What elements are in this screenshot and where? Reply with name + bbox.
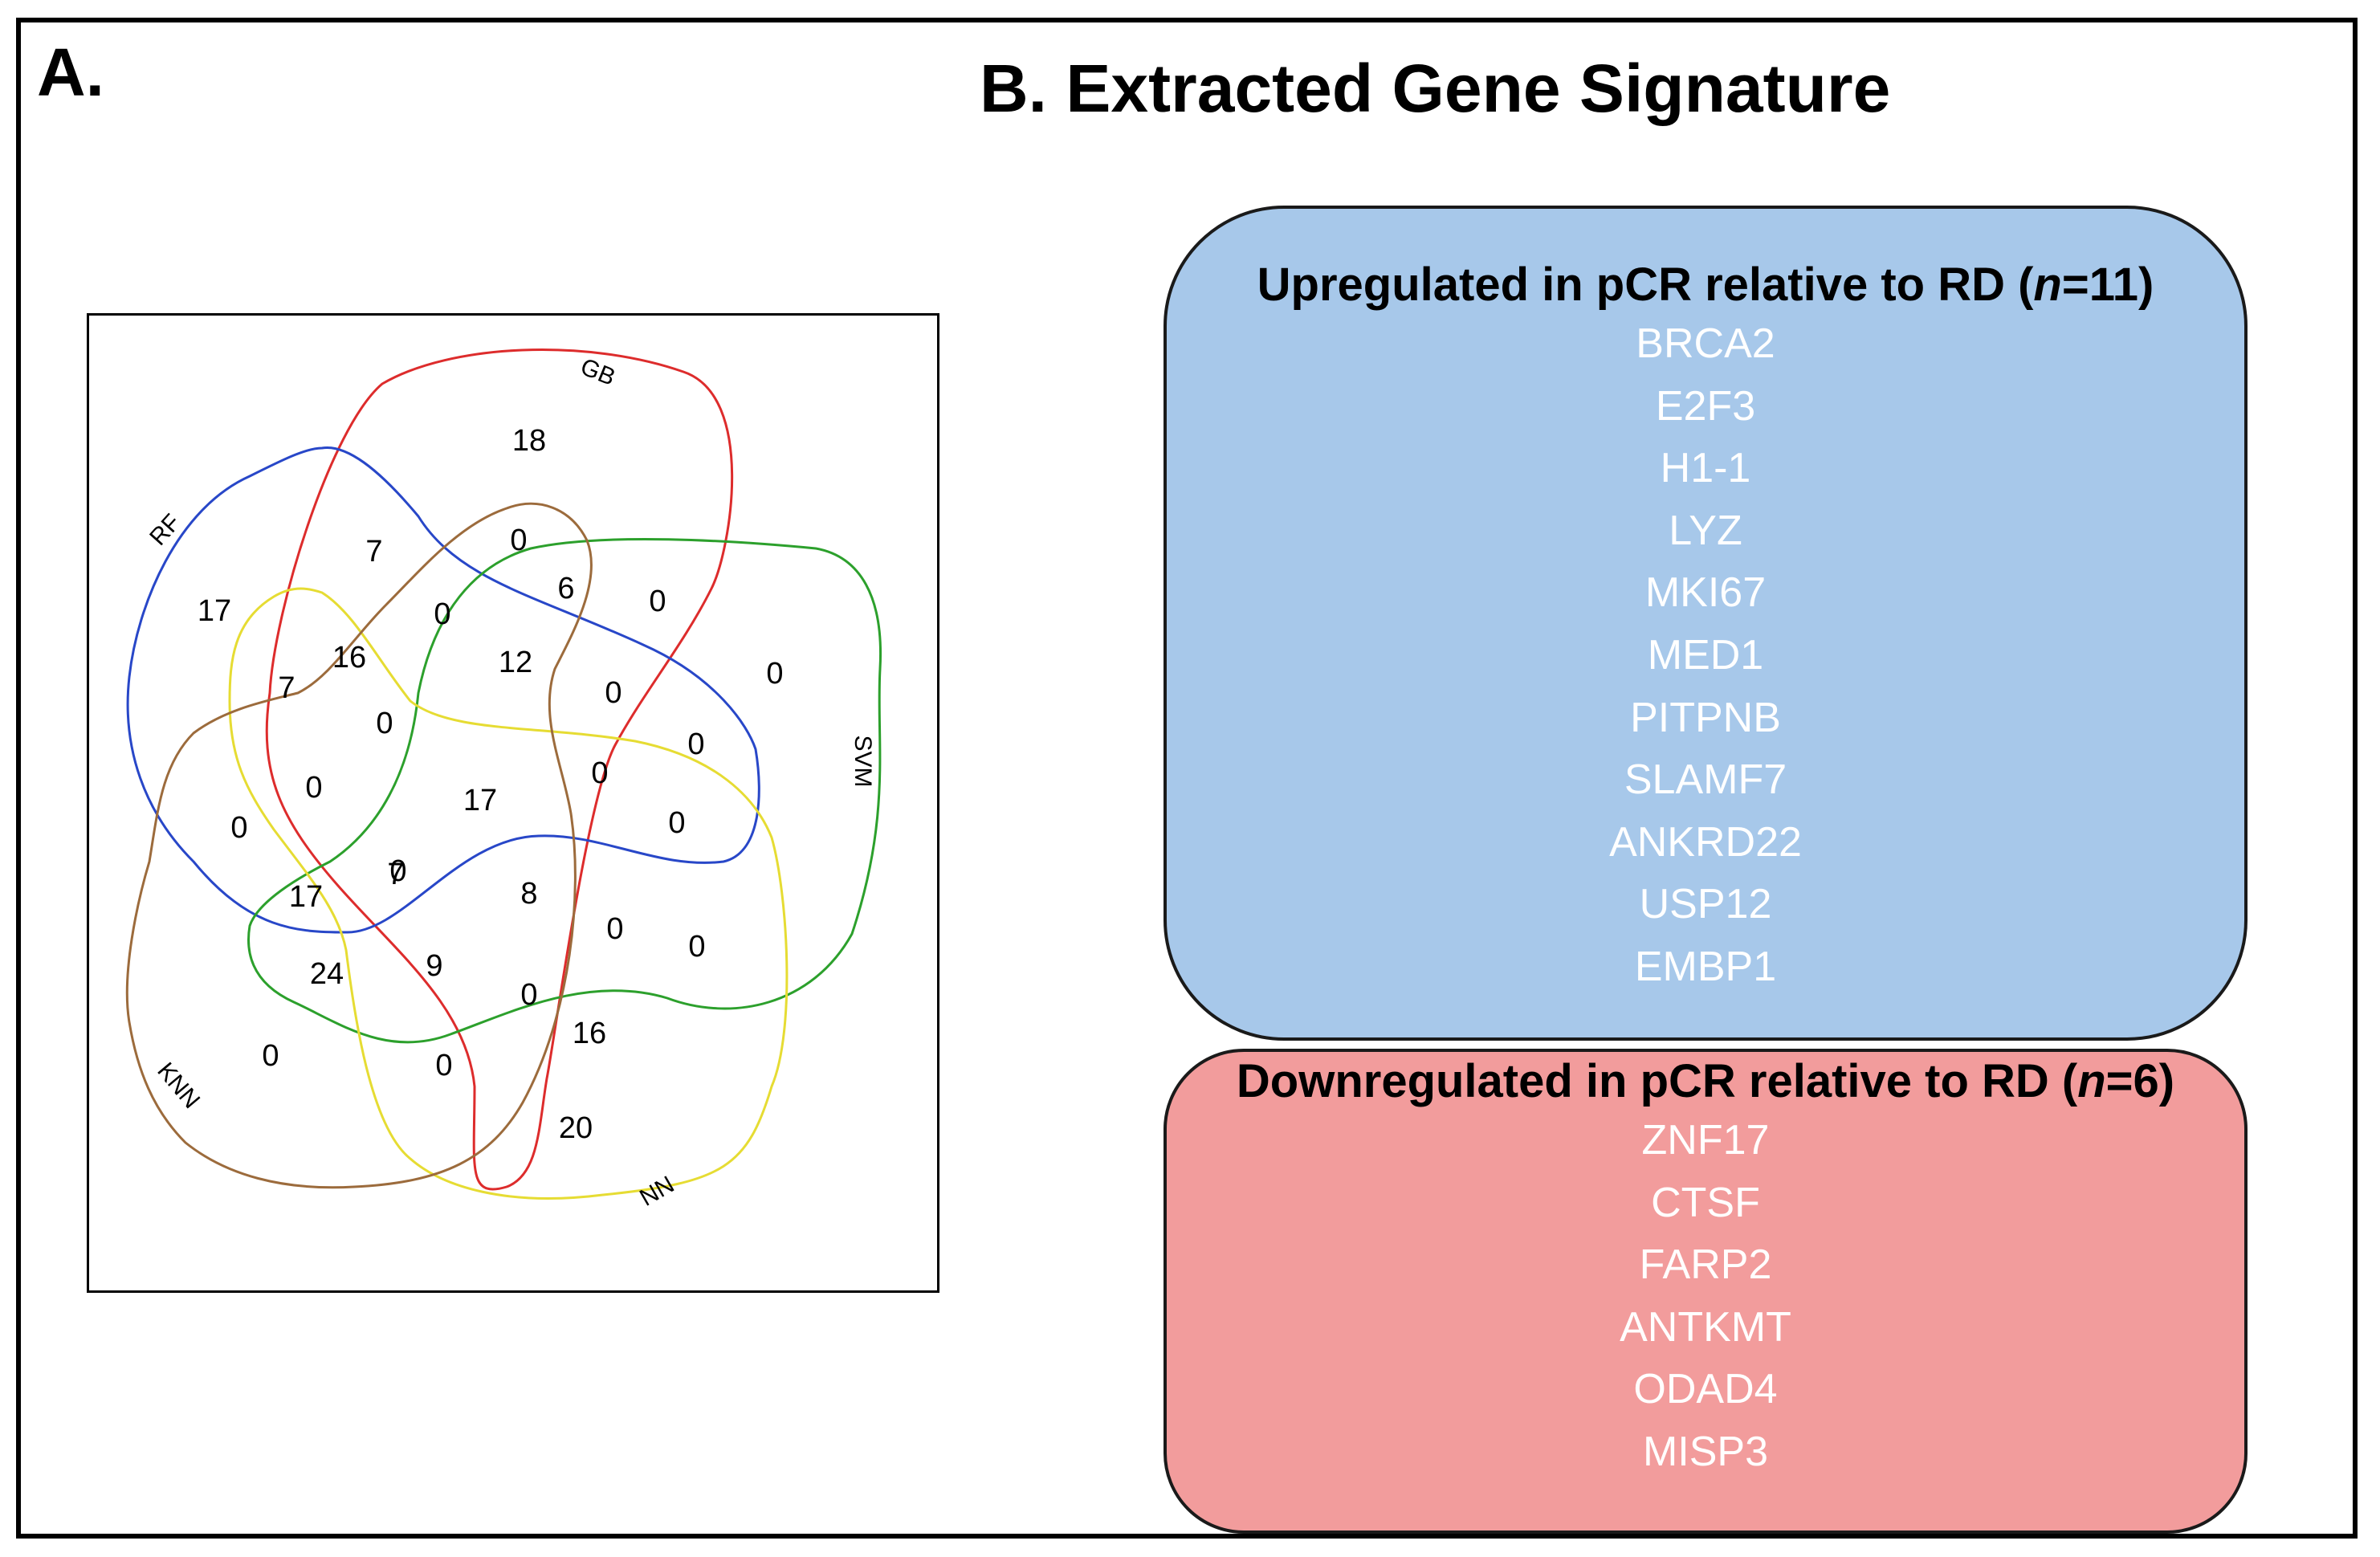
gene-name: E2F3 [1655,382,1756,430]
downregulated-gene-list: ZNF17 CTSF FARP2 ANTKMT ODAD4 MISP3 [1167,1110,2244,1484]
set-label-gb: GB [577,353,619,391]
venn-count: 8 [520,877,537,911]
venn-count: 17 [463,784,497,817]
gene-name: CTSF [1651,1179,1760,1226]
downregulated-heading: Downregulated in pCR relative to RD (n=6… [1236,1055,2175,1107]
venn-count: 7 [278,671,295,705]
venn-diagram: GB RF SVM NN KNN 18 7 0 6 0 0 17 0 16 12… [125,348,882,1212]
gene-name: EMBP1 [1634,943,1777,990]
venn-count: 18 [512,424,546,458]
set-label-knn: KNN [152,1058,205,1114]
venn-count: 6 [557,572,574,605]
gene-name: PITPNB [1630,694,1781,741]
venn-count: 0 [376,707,393,740]
venn-count: 17 [289,880,323,914]
gene-name: ODAD4 [1633,1366,1778,1413]
venn-count: 7 [387,858,404,891]
venn-count: 0 [389,854,406,888]
venn-count: 16 [573,1017,606,1050]
venn-count: 0 [668,806,685,840]
upregulated-heading: Upregulated in pCR relative to RD (n=11) [1257,259,2154,311]
venn-count: 0 [766,657,783,691]
venn-count: 0 [305,771,322,805]
upregulated-gene-list: BRCA2 E2F3 H1-1 LYZ MKI67 MED1 PITPNB SL… [1167,313,2244,999]
venn-count: 24 [310,957,344,991]
gene-name: LYZ [1669,507,1742,554]
downregulated-gene-box: Downregulated in pCR relative to RD (n=6… [1164,1049,2248,1534]
gene-name: ANKRD22 [1609,818,1802,866]
venn-count: 0 [520,978,537,1012]
upregulated-gene-box: Upregulated in pCR relative to RD (n=11)… [1164,206,2248,1041]
venn-count: 0 [591,756,608,790]
panel-a-label: A. [37,35,104,110]
venn-count: 9 [426,949,442,983]
venn-set-rf-outline [126,446,760,934]
venn-count: 0 [510,524,527,557]
venn-count: 7 [365,535,382,569]
venn-count: 17 [198,594,231,628]
venn-count: 0 [435,1049,452,1082]
venn-count: 0 [262,1039,279,1073]
gene-name: ANTKMT [1620,1303,1791,1351]
set-label-svm: SVM [850,735,876,787]
gene-name: MKI67 [1644,569,1767,617]
venn-set-gb-outline [265,348,734,1191]
gene-name: BRCA2 [1636,320,1775,367]
venn-diagram-panel: GB RF SVM NN KNN 18 7 0 6 0 0 17 0 16 12… [87,313,939,1293]
venn-set-knn-outline [125,502,593,1189]
venn-set-svm-outline [247,537,882,1044]
set-label-rf: RF [145,509,185,551]
gene-name: MISP3 [1642,1428,1769,1475]
venn-count: 0 [606,912,623,946]
venn-count: 0 [434,597,450,631]
gene-name: FARP2 [1639,1241,1772,1289]
gene-name: SLAMF7 [1624,756,1787,804]
gene-name: MED1 [1647,631,1764,679]
gene-name: H1-1 [1660,445,1751,492]
venn-count: 0 [687,728,704,761]
venn-set-nn-outline [228,587,789,1200]
venn-count: 0 [605,676,621,710]
venn-count: 0 [688,930,705,964]
venn-count: 0 [649,585,666,618]
panel-b-title: B. Extracted Gene Signature [980,51,1891,126]
venn-count: 0 [230,811,247,845]
gene-name: ZNF17 [1641,1117,1770,1164]
venn-count: 20 [559,1111,593,1145]
venn-count: 16 [332,641,366,675]
venn-count: 12 [499,646,532,679]
set-label-nn: NN [635,1172,679,1212]
gene-name: USP12 [1639,881,1772,928]
